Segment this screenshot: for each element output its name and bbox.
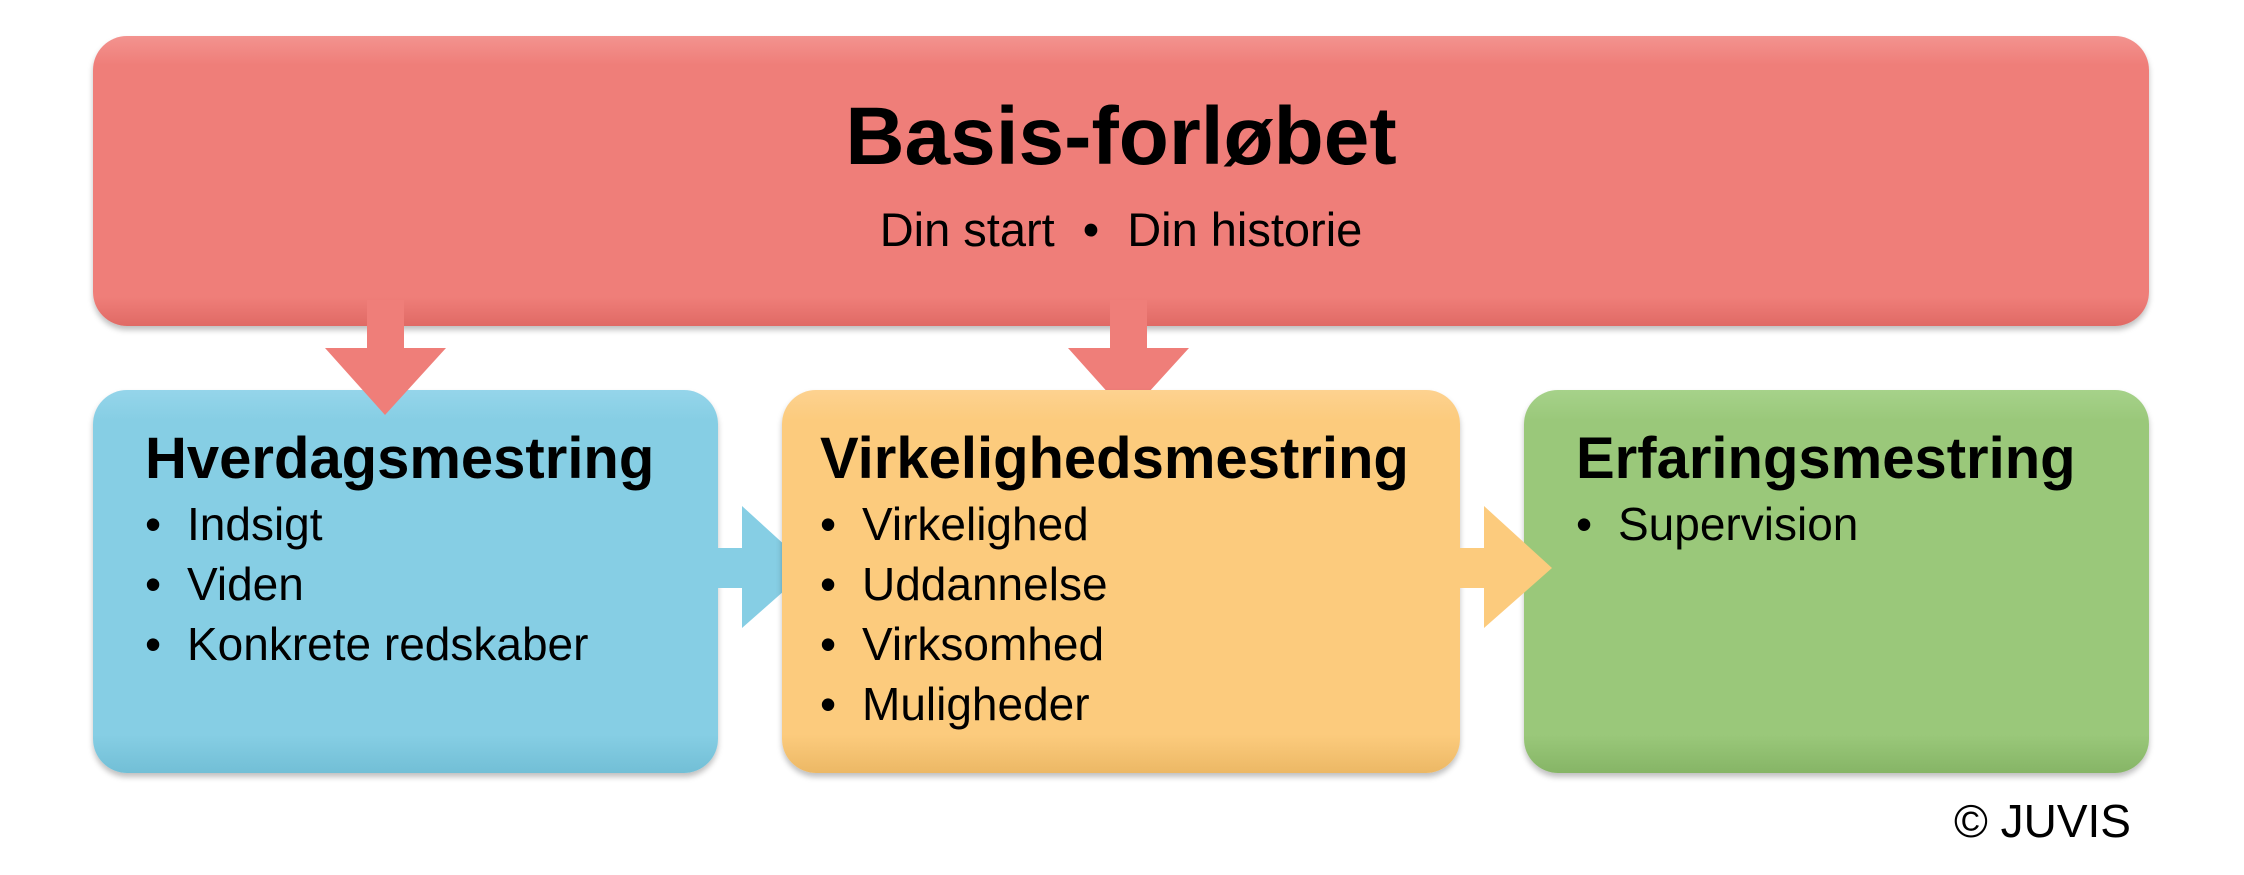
- erfaringsmestring-list: • Supervision: [1576, 494, 1858, 554]
- list-item-label: Uddannelse: [862, 558, 1108, 610]
- list-item: • Muligheder: [820, 674, 1108, 734]
- virkelighedsmestring-list: • Virkelighed • Uddannelse • Virksomhed • Mu…: [820, 494, 1108, 734]
- erfaringsmestring-title: Erfaringsmestring: [1576, 426, 2076, 491]
- bullet: •: [145, 618, 162, 670]
- subtitle-separator: •: [1082, 203, 1100, 256]
- list-item-label: Konkrete redskaber: [187, 618, 589, 670]
- list-item-label: Indsigt: [187, 498, 323, 550]
- virkelighedsmestring-box: Virkelighedsmestring • Virkelighed • Uddan…: [782, 390, 1460, 773]
- hverdagsmestring-list: • Indsigt • Viden • Konkrete redskaber: [145, 494, 588, 674]
- list-item: • Uddannelse: [820, 554, 1108, 614]
- list-item: • Indsigt: [145, 494, 588, 554]
- list-item-label: Virkelighed: [862, 498, 1089, 550]
- list-item: • Konkrete redskaber: [145, 614, 588, 674]
- bullet: •: [820, 558, 837, 610]
- list-item-label: Virksomhed: [862, 618, 1105, 670]
- virkelighedsmestring-title: Virkelighedsmestring: [820, 426, 1409, 491]
- copyright-text: © JUVIS: [1953, 795, 2131, 847]
- bullet: •: [820, 678, 837, 730]
- list-item: • Viden: [145, 554, 588, 614]
- hverdagsmestring-box: Hverdagsmestring • Indsigt • Viden • Konkre…: [93, 390, 718, 773]
- list-item: • Virksomhed: [820, 614, 1108, 674]
- list-item-label: Muligheder: [862, 678, 1090, 730]
- list-item: • Supervision: [1576, 494, 1858, 554]
- list-item: • Virkelighed: [820, 494, 1108, 554]
- list-item-label: Supervision: [1618, 498, 1859, 550]
- bullet: •: [1576, 498, 1593, 550]
- subtitle-din-historie: Din historie: [1127, 203, 1363, 256]
- subtitle-din-start: Din start: [879, 203, 1055, 256]
- bullet: •: [145, 558, 162, 610]
- erfaringsmestring-box: Erfaringsmestring • Supervision: [1524, 390, 2149, 773]
- basis-forlobet-subtitle: Din start • Din historie: [93, 206, 2149, 253]
- list-item-label: Viden: [187, 558, 304, 610]
- basis-forlobet-box: Basis-forløbet Din start • Din historie: [93, 36, 2149, 326]
- bullet: •: [820, 618, 837, 670]
- basis-forlobet-title: Basis-forløbet: [845, 91, 1397, 182]
- bullet: •: [820, 498, 837, 550]
- bullet: •: [145, 498, 162, 550]
- hverdagsmestring-title: Hverdagsmestring: [145, 426, 655, 491]
